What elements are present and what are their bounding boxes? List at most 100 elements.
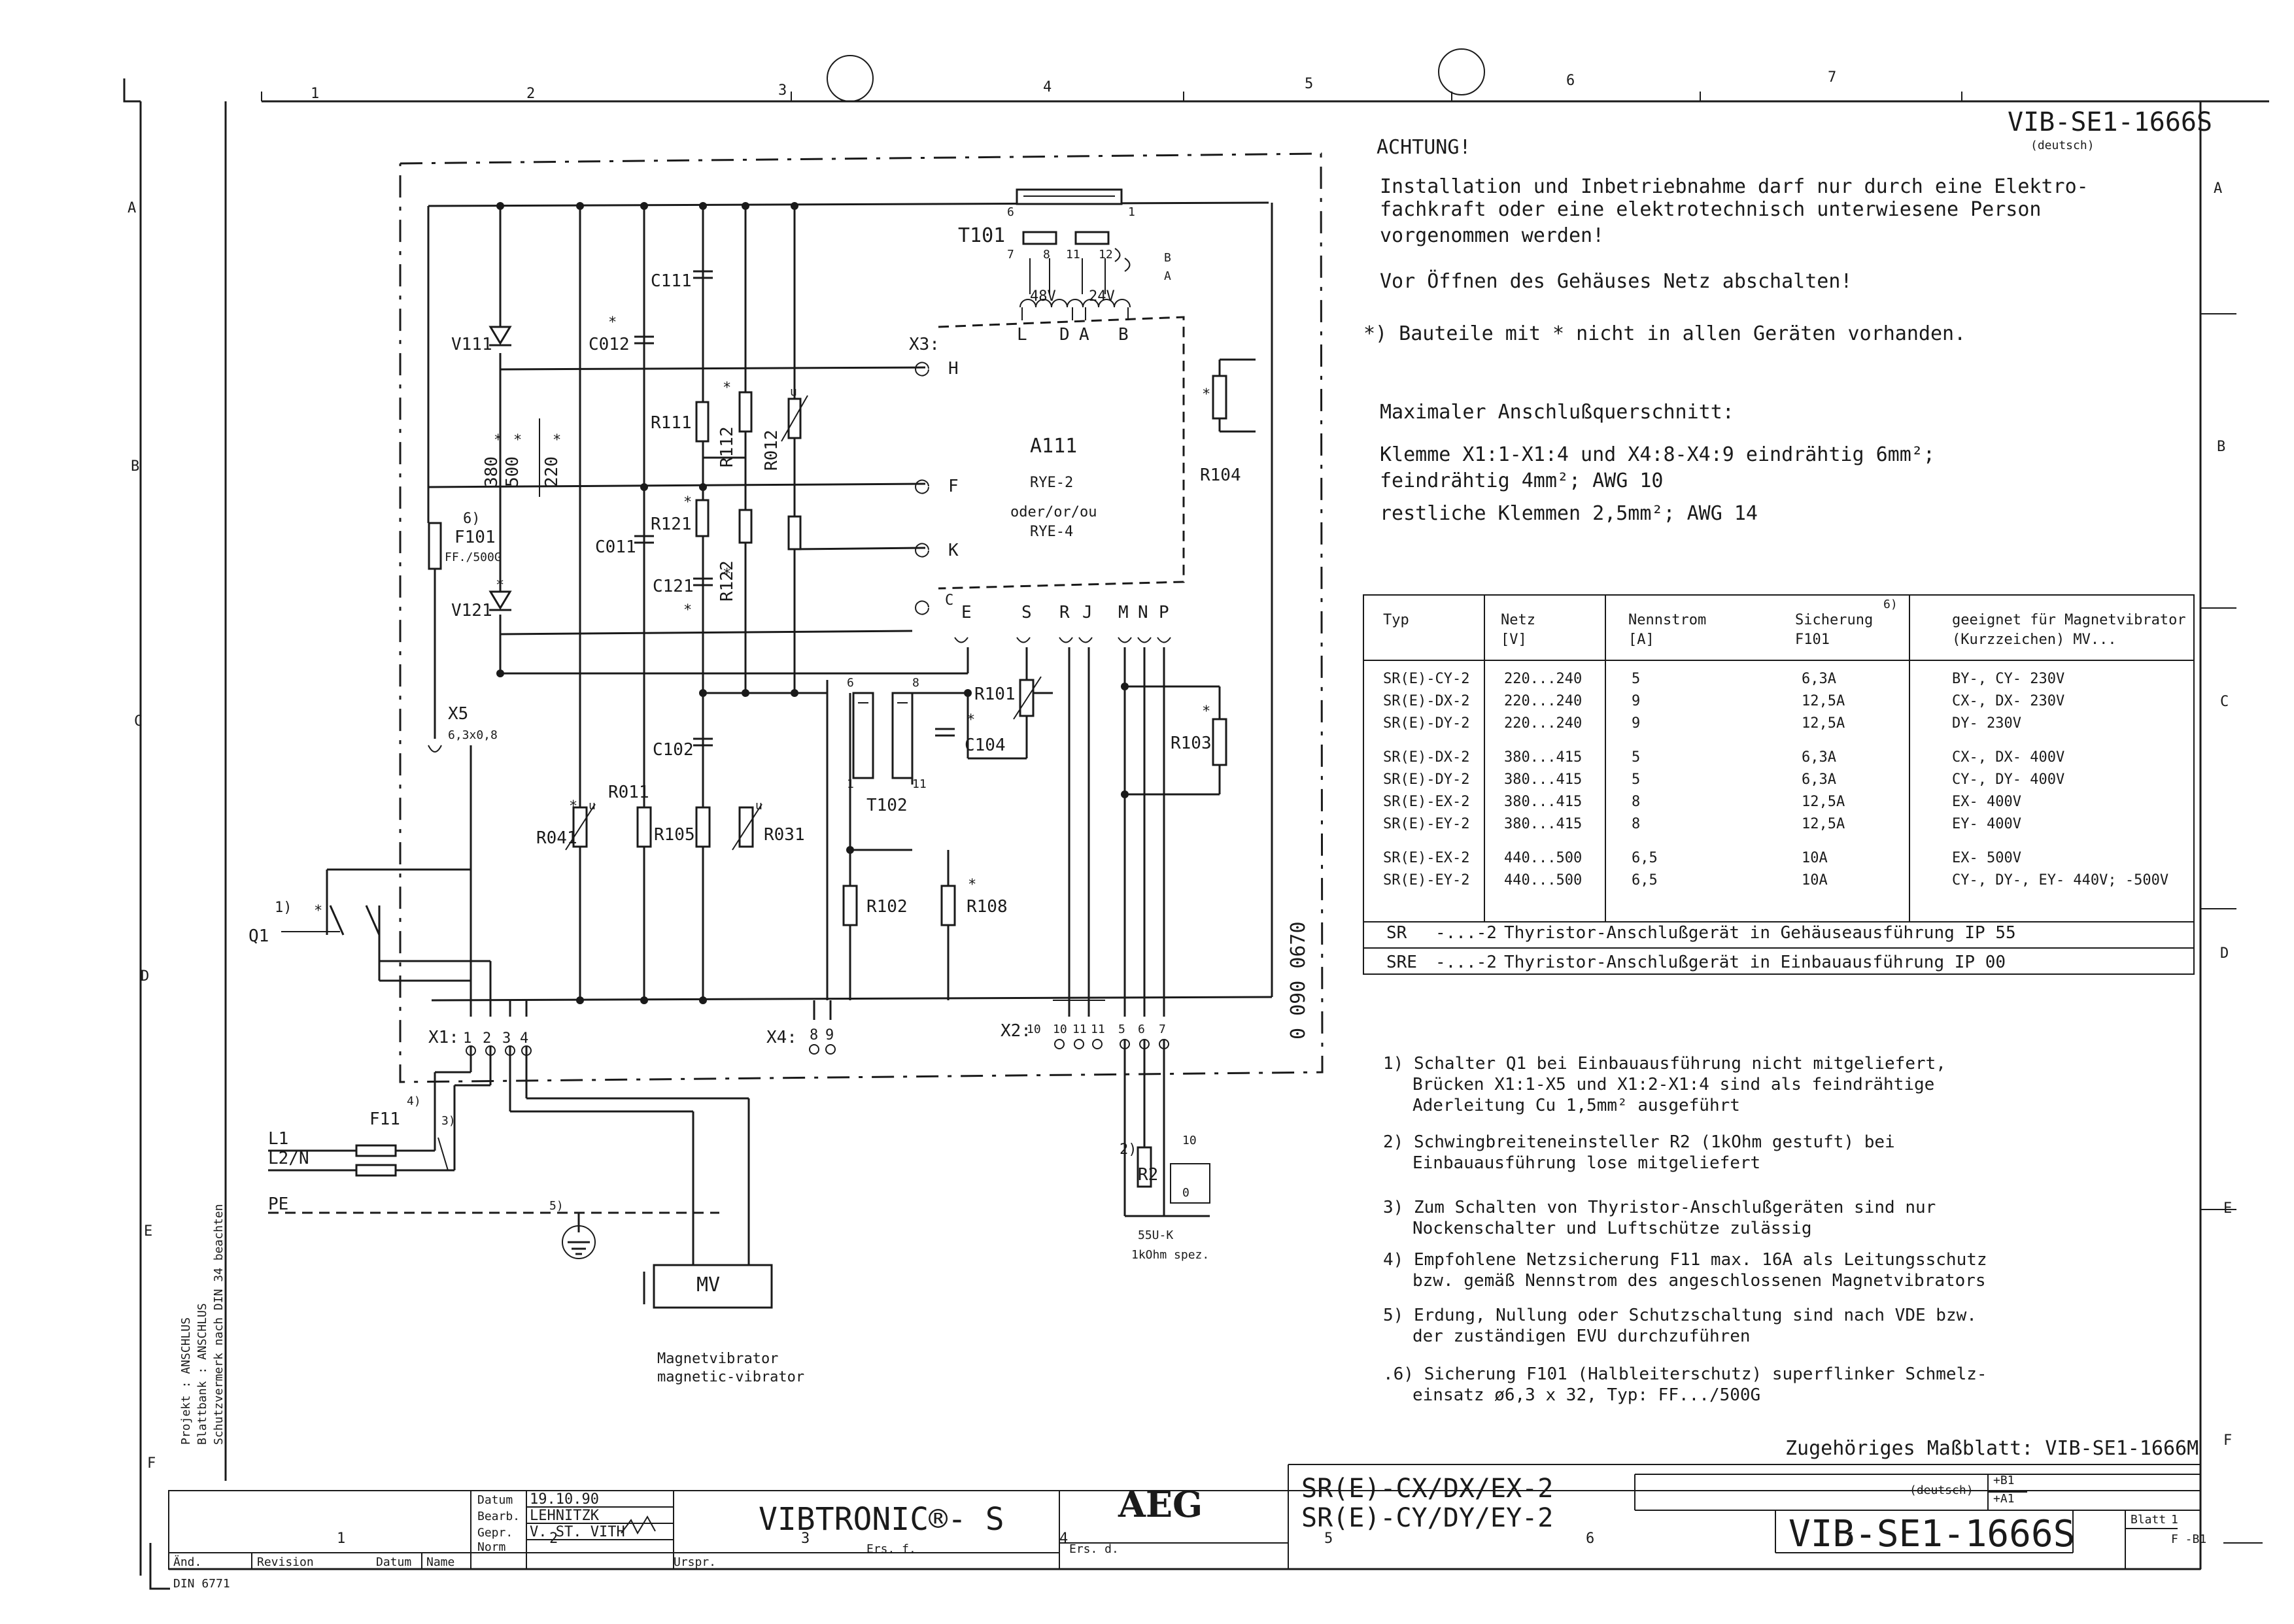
urspr-label: Urspr. — [674, 1555, 716, 1569]
x2-pin: 6 — [1138, 1023, 1145, 1036]
resistor-r111 — [695, 401, 710, 443]
table-cell: 380...415 — [1504, 771, 1582, 788]
table-header: Typ — [1383, 612, 1409, 628]
row-letter: E — [144, 1223, 152, 1240]
t102-winding — [852, 692, 874, 779]
x2-pin: 10 — [1027, 1023, 1041, 1036]
junction-dot — [496, 669, 504, 677]
a111-pin-l: L — [1017, 325, 1027, 345]
x2-pin: 11 — [1072, 1023, 1087, 1036]
voltage-48v: 48V — [1030, 288, 1056, 305]
svg-text:*: * — [723, 566, 731, 583]
x1-label: X1: — [428, 1028, 459, 1047]
t102-pin: 8 — [912, 676, 919, 690]
table-cell: 220...240 — [1504, 715, 1582, 732]
r2-spec: 1kOhm spez. — [1131, 1248, 1209, 1262]
table-cell: 6,3A — [1802, 749, 1836, 766]
table-cell: CX-, DX- 230V — [1952, 693, 2064, 709]
t101-pin: 1 — [1128, 205, 1135, 219]
a111-pin: R — [1059, 603, 1070, 622]
cross-section-line: Klemme X1:1-X1:4 und X4:8-X4:9 eindrähti… — [1380, 443, 1935, 466]
drawing-language: (deutsch) — [2030, 139, 2095, 152]
svg-text:*: * — [1202, 386, 1210, 403]
r031-u: u — [755, 799, 762, 813]
table-cell: 8 — [1632, 794, 1640, 810]
c011-label: C011 — [595, 537, 636, 557]
table-cell: 5 — [1632, 749, 1640, 766]
svg-text:*: * — [608, 314, 617, 331]
svg-text:*: * — [314, 903, 322, 919]
resistor-r122 — [738, 509, 753, 544]
table-legend: -...-2 — [1435, 923, 1497, 943]
components: V111 V121 * C111 C012 * R111 * R112 u R0… — [248, 270, 1310, 1385]
title-language: (deutsch) — [1909, 1483, 1974, 1497]
table-cell: 9 — [1632, 715, 1640, 732]
c121-label: C121 — [653, 577, 694, 596]
title-block: Datum 19.10.90 Bearb. LEHNITZK Gepr. V. … — [168, 1204, 2206, 1591]
footnote-line: Einbauausführung lose mitgeliefert — [1412, 1153, 1760, 1173]
r012-label: R012 — [762, 430, 781, 471]
table-header: Sicherung — [1795, 612, 1873, 628]
table-cell: SR(E)-DX-2 — [1383, 693, 1469, 709]
junction-dot — [699, 689, 707, 697]
varistor-r031 — [738, 806, 754, 848]
a111-type: RYE-2 — [1030, 475, 1073, 491]
table-cell: 6,3A — [1802, 771, 1836, 788]
x3-pin-h: H — [948, 359, 959, 379]
row-letter: D — [2220, 945, 2229, 962]
terminal — [521, 1045, 532, 1056]
footnote-line: Brücken X1:1-X5 und X1:2-X1:4 sind als f… — [1412, 1075, 1934, 1094]
bearb-value: LEHNITZK — [530, 1508, 600, 1524]
x3-pin-k: K — [948, 541, 959, 560]
table-cell: BY-, CY- 230V — [1952, 671, 2064, 687]
aend-label: Änd. — [173, 1555, 201, 1569]
x4-pin: 9 — [825, 1027, 834, 1043]
a111-pin: J — [1082, 603, 1093, 622]
a111-pin: S — [1021, 603, 1032, 622]
terminal — [466, 1045, 476, 1056]
svg-text:*: * — [1202, 703, 1210, 720]
fuse-f101 — [428, 522, 442, 570]
t102-winding — [891, 692, 914, 779]
table-header: Nennstrom — [1628, 612, 1706, 628]
t101-tap: B — [1164, 251, 1171, 265]
table-cell: SR(E)-DY-2 — [1383, 715, 1469, 732]
voltage-select: 220 — [542, 456, 562, 487]
side-line: Blattbank : ANSCHLUS — [196, 1303, 209, 1445]
voltage-select: 380 — [482, 456, 502, 487]
row-letter: F — [2223, 1432, 2232, 1449]
punch-hole — [827, 55, 874, 102]
f11-note: 4) — [407, 1094, 421, 1108]
junction-dot — [1121, 790, 1129, 798]
footnotes: 1) Schalter Q1 bei Einbauausführung nich… — [1383, 1054, 1987, 1405]
t101-tap: A — [1164, 269, 1171, 283]
table-legend: Thyristor-Anschlußgerät in Einbauausführ… — [1504, 953, 2006, 972]
table-cell: SR(E)-DY-2 — [1383, 771, 1469, 788]
table-frame — [1363, 594, 2195, 975]
r108-label: R108 — [967, 897, 1008, 917]
row-letter: C — [2220, 694, 2229, 710]
punch-holes — [827, 48, 1485, 102]
r104-label: R104 — [1200, 465, 1241, 485]
r2-pin: 10 — [1182, 1134, 1197, 1147]
row-letters: A B C D E F A B C D E F — [128, 180, 2232, 1472]
table-legend: SRE — [1386, 953, 1417, 972]
row-letter: D — [141, 968, 149, 985]
x1-pin: 4 — [520, 1030, 528, 1047]
t101-label: T101 — [958, 224, 1005, 247]
col-number: 3 — [778, 82, 787, 99]
svg-text:*: * — [683, 602, 692, 618]
table-header: Netz — [1501, 612, 1535, 628]
r031-label: R031 — [764, 825, 805, 845]
table-header: geeignet für Magnetvibrator — [1952, 612, 2186, 628]
r041-label: R041 — [536, 828, 577, 848]
table-cell: EX- 500V — [1952, 850, 2021, 866]
ers-f-label: Ers. f. — [866, 1542, 916, 1556]
q1-label: Q1 — [248, 926, 269, 946]
diode-v121 — [488, 590, 512, 610]
row-letter: B — [2217, 439, 2225, 455]
resistor-r104 — [1212, 375, 1227, 420]
table-cell: SR(E)-CY-2 — [1383, 671, 1469, 687]
norm-label: Norm — [477, 1540, 505, 1554]
x1-pin: 2 — [483, 1030, 491, 1047]
